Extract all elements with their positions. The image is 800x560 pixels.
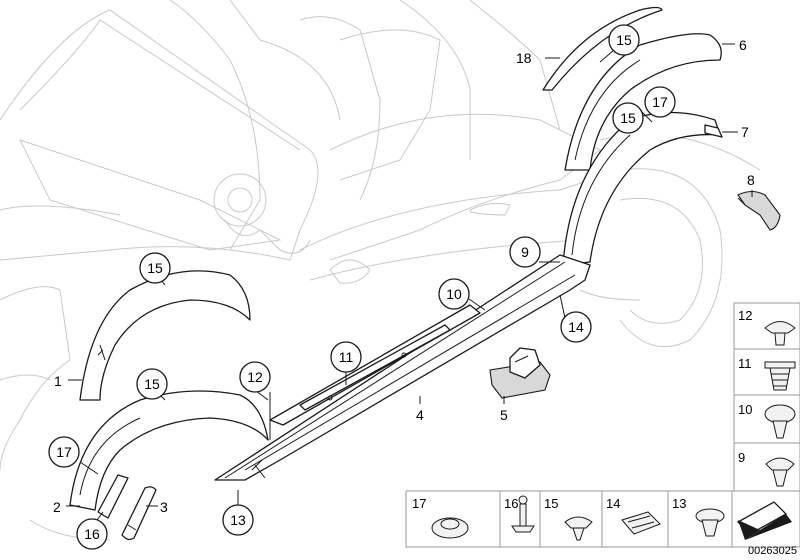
side-legend-label: 10 — [738, 402, 752, 417]
clip-15-icon — [564, 516, 593, 541]
bottom-legend-label: 14 — [606, 496, 620, 511]
trim-6 — [564, 33, 722, 171]
callout-15-c: 15 — [139, 252, 171, 284]
clip-17-icon — [431, 517, 469, 539]
clip-11-icon — [764, 361, 796, 391]
callout-label: 15 — [620, 110, 636, 126]
callout-label: 12 — [247, 369, 263, 385]
car-outline — [0, 0, 761, 541]
callout-17-b: 17 — [48, 436, 80, 468]
clip-5 — [489, 347, 551, 399]
part-8 — [737, 190, 781, 231]
callout-label: 17 — [652, 94, 668, 110]
part-16 — [97, 474, 129, 519]
callout-18: 18 — [516, 50, 532, 66]
callout-label: 17 — [56, 444, 72, 460]
callout-label: 9 — [521, 244, 529, 260]
callout-10: 10 — [438, 278, 470, 310]
callout-17-a: 17 — [644, 86, 676, 118]
callout-2: 2 — [53, 499, 61, 515]
callout-label: 15 — [147, 260, 163, 276]
screw-16-icon — [511, 495, 535, 533]
callout-label: 16 — [84, 526, 100, 542]
callout-15-d: 15 — [136, 368, 168, 400]
callout-8: 8 — [747, 172, 755, 188]
bottom-legend-label: 17 — [412, 496, 426, 511]
side-legend-label: 9 — [738, 450, 745, 465]
callout-15-b: 15 — [612, 102, 644, 134]
side-legend: 12 11 10 9 — [733, 302, 800, 492]
bottom-legend-label: 15 — [544, 496, 558, 511]
trim-7 — [562, 111, 723, 266]
callout-7: 7 — [741, 124, 749, 140]
callout-14: 14 — [560, 311, 592, 343]
callout-label: 15 — [144, 376, 160, 392]
arrow-icon — [736, 501, 792, 540]
callout-label: 13 — [230, 512, 246, 528]
callout-label: 15 — [616, 32, 632, 48]
callout-15-a: 15 — [608, 24, 640, 56]
callout-11: 11 — [330, 341, 362, 373]
callout-label: 10 — [446, 286, 462, 302]
side-legend-label: 11 — [738, 356, 752, 371]
clip-9-icon — [765, 457, 795, 487]
callout-12: 12 — [239, 361, 271, 393]
side-legend-label: 12 — [738, 308, 752, 323]
bottom-legend-label: 13 — [672, 496, 686, 511]
bottom-legend-label: 16 — [504, 496, 518, 511]
callout-16: 16 — [76, 518, 108, 550]
callout-6: 6 — [739, 37, 747, 53]
callout-5: 5 — [500, 407, 508, 423]
side-sill-4 — [214, 254, 591, 481]
callout-4: 4 — [416, 407, 424, 423]
callout-label: 14 — [568, 319, 584, 335]
clip-12-icon — [764, 321, 796, 346]
callout-13: 13 — [222, 504, 254, 536]
reference-number: 00263025 — [748, 545, 797, 557]
clip-13-icon — [695, 508, 725, 537]
callout-label: 11 — [339, 349, 354, 365]
leader-lines — [66, 43, 753, 521]
bottom-legend: 17 16 15 14 13 — [405, 490, 800, 548]
trim-18 — [542, 6, 663, 91]
callout-1: 1 — [54, 373, 62, 389]
callout-9: 9 — [509, 236, 541, 268]
part-3 — [121, 486, 157, 541]
clip-10-icon — [764, 404, 796, 439]
clip-14-icon — [621, 511, 661, 535]
trim-1 — [79, 270, 251, 401]
callout-3: 3 — [160, 499, 168, 515]
trim-2 — [69, 390, 269, 511]
